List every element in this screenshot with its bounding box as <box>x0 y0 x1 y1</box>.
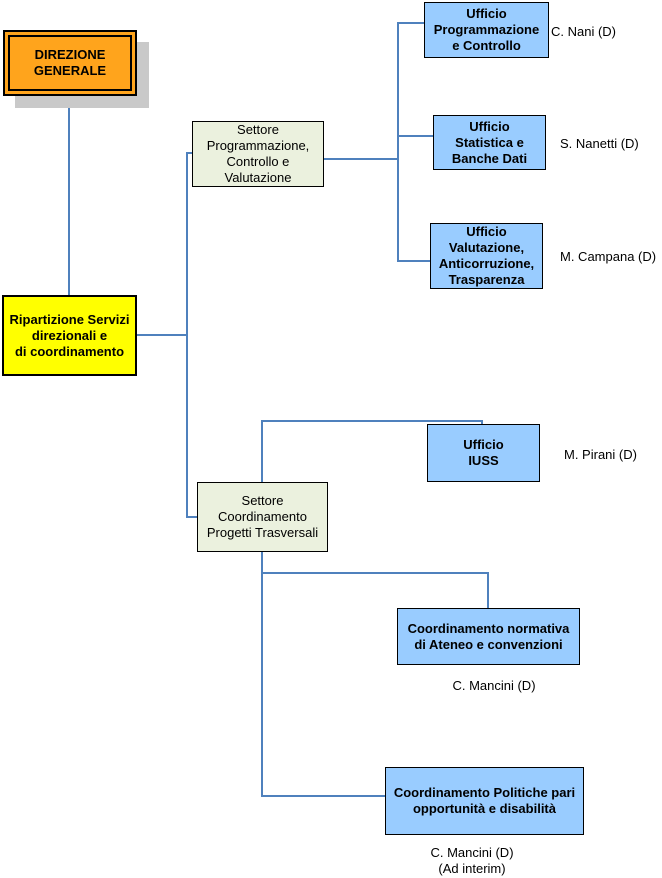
node-settore-programmazione: Settore Programmazione, Controllo e Valu… <box>192 121 324 187</box>
node-ufficio-programmazione-controllo-label: Ufficio Programmazione e Controllo <box>433 6 540 53</box>
node-coordinamento-normativa: Coordinamento normativa di Ateneo e conv… <box>397 608 580 665</box>
connector-branch-coord-normativa <box>261 572 489 574</box>
connector-drop-coord-normativa <box>487 572 489 609</box>
connector-drop-ufficio-iuss <box>481 420 483 426</box>
node-ufficio-statistica-banche-dati: Ufficio Statistica e Banche Dati <box>433 115 546 170</box>
connector-branch-coord-politiche <box>261 795 386 797</box>
manager-nani: C. Nani (D) <box>551 24 617 39</box>
connector-left-spine <box>186 152 188 518</box>
node-ufficio-programmazione-controllo: Ufficio Programmazione e Controllo <box>424 2 549 58</box>
connector-right-spine <box>397 22 399 262</box>
node-ufficio-valutazione: Ufficio Valutazione, Anticorruzione, Tra… <box>430 223 543 289</box>
node-ufficio-iuss: Ufficio IUSS <box>427 424 540 482</box>
connector-ripartizione-right <box>137 334 188 336</box>
node-settore-coordinamento-label: Settore Coordinamento Progetti Trasversa… <box>206 493 319 540</box>
node-ufficio-iuss-label: Ufficio IUSS <box>463 437 504 468</box>
manager-pirani: M. Pirani (D) <box>564 447 637 462</box>
manager-campana: M. Campana (D) <box>560 249 657 264</box>
connector-settore-coordinamento-down <box>261 551 263 797</box>
node-settore-coordinamento: Settore Coordinamento Progetti Trasversa… <box>197 482 328 552</box>
node-ripartizione-servizi-label: Ripartizione Servizi direzionali e di co… <box>9 311 130 359</box>
connector-settore-coordinamento-up <box>261 420 263 483</box>
node-ufficio-valutazione-label: Ufficio Valutazione, Anticorruzione, Tra… <box>438 224 535 287</box>
node-direzione-generale-label: DIREZIONE GENERALE <box>33 47 107 78</box>
connector-branch-ufficio-iuss <box>261 420 483 422</box>
connector-settore-programmazione-right <box>323 158 399 160</box>
manager-mancini-normativa: C. Mancini (D) <box>452 678 536 693</box>
node-coordinamento-politiche: Coordinamento Politiche pari opportunità… <box>385 767 584 835</box>
manager-mancini-politiche: C. Mancini (D) (Ad interim) <box>430 845 514 876</box>
node-coordinamento-normativa-label: Coordinamento normativa di Ateneo e conv… <box>407 620 570 652</box>
node-direzione-generale: DIREZIONE GENERALE <box>3 30 137 96</box>
node-coordinamento-politiche-label: Coordinamento Politiche pari opportunità… <box>393 785 576 816</box>
connector-branch-ufficio-valutazione <box>397 260 431 262</box>
connector-direzione-to-ripartizione <box>68 96 70 296</box>
node-settore-programmazione-label: Settore Programmazione, Controllo e Valu… <box>206 122 310 185</box>
node-ripartizione-servizi: Ripartizione Servizi direzionali e di co… <box>2 295 137 376</box>
connector-branch-settore-programmazione <box>186 152 194 154</box>
connector-branch-ufficio-programmazione <box>397 22 425 24</box>
node-ufficio-statistica-banche-dati-label: Ufficio Statistica e Banche Dati <box>451 118 528 166</box>
manager-nanetti: S. Nanetti (D) <box>560 136 639 151</box>
connector-branch-ufficio-statistica <box>397 135 434 137</box>
connector-branch-settore-coordinamento <box>186 516 199 518</box>
